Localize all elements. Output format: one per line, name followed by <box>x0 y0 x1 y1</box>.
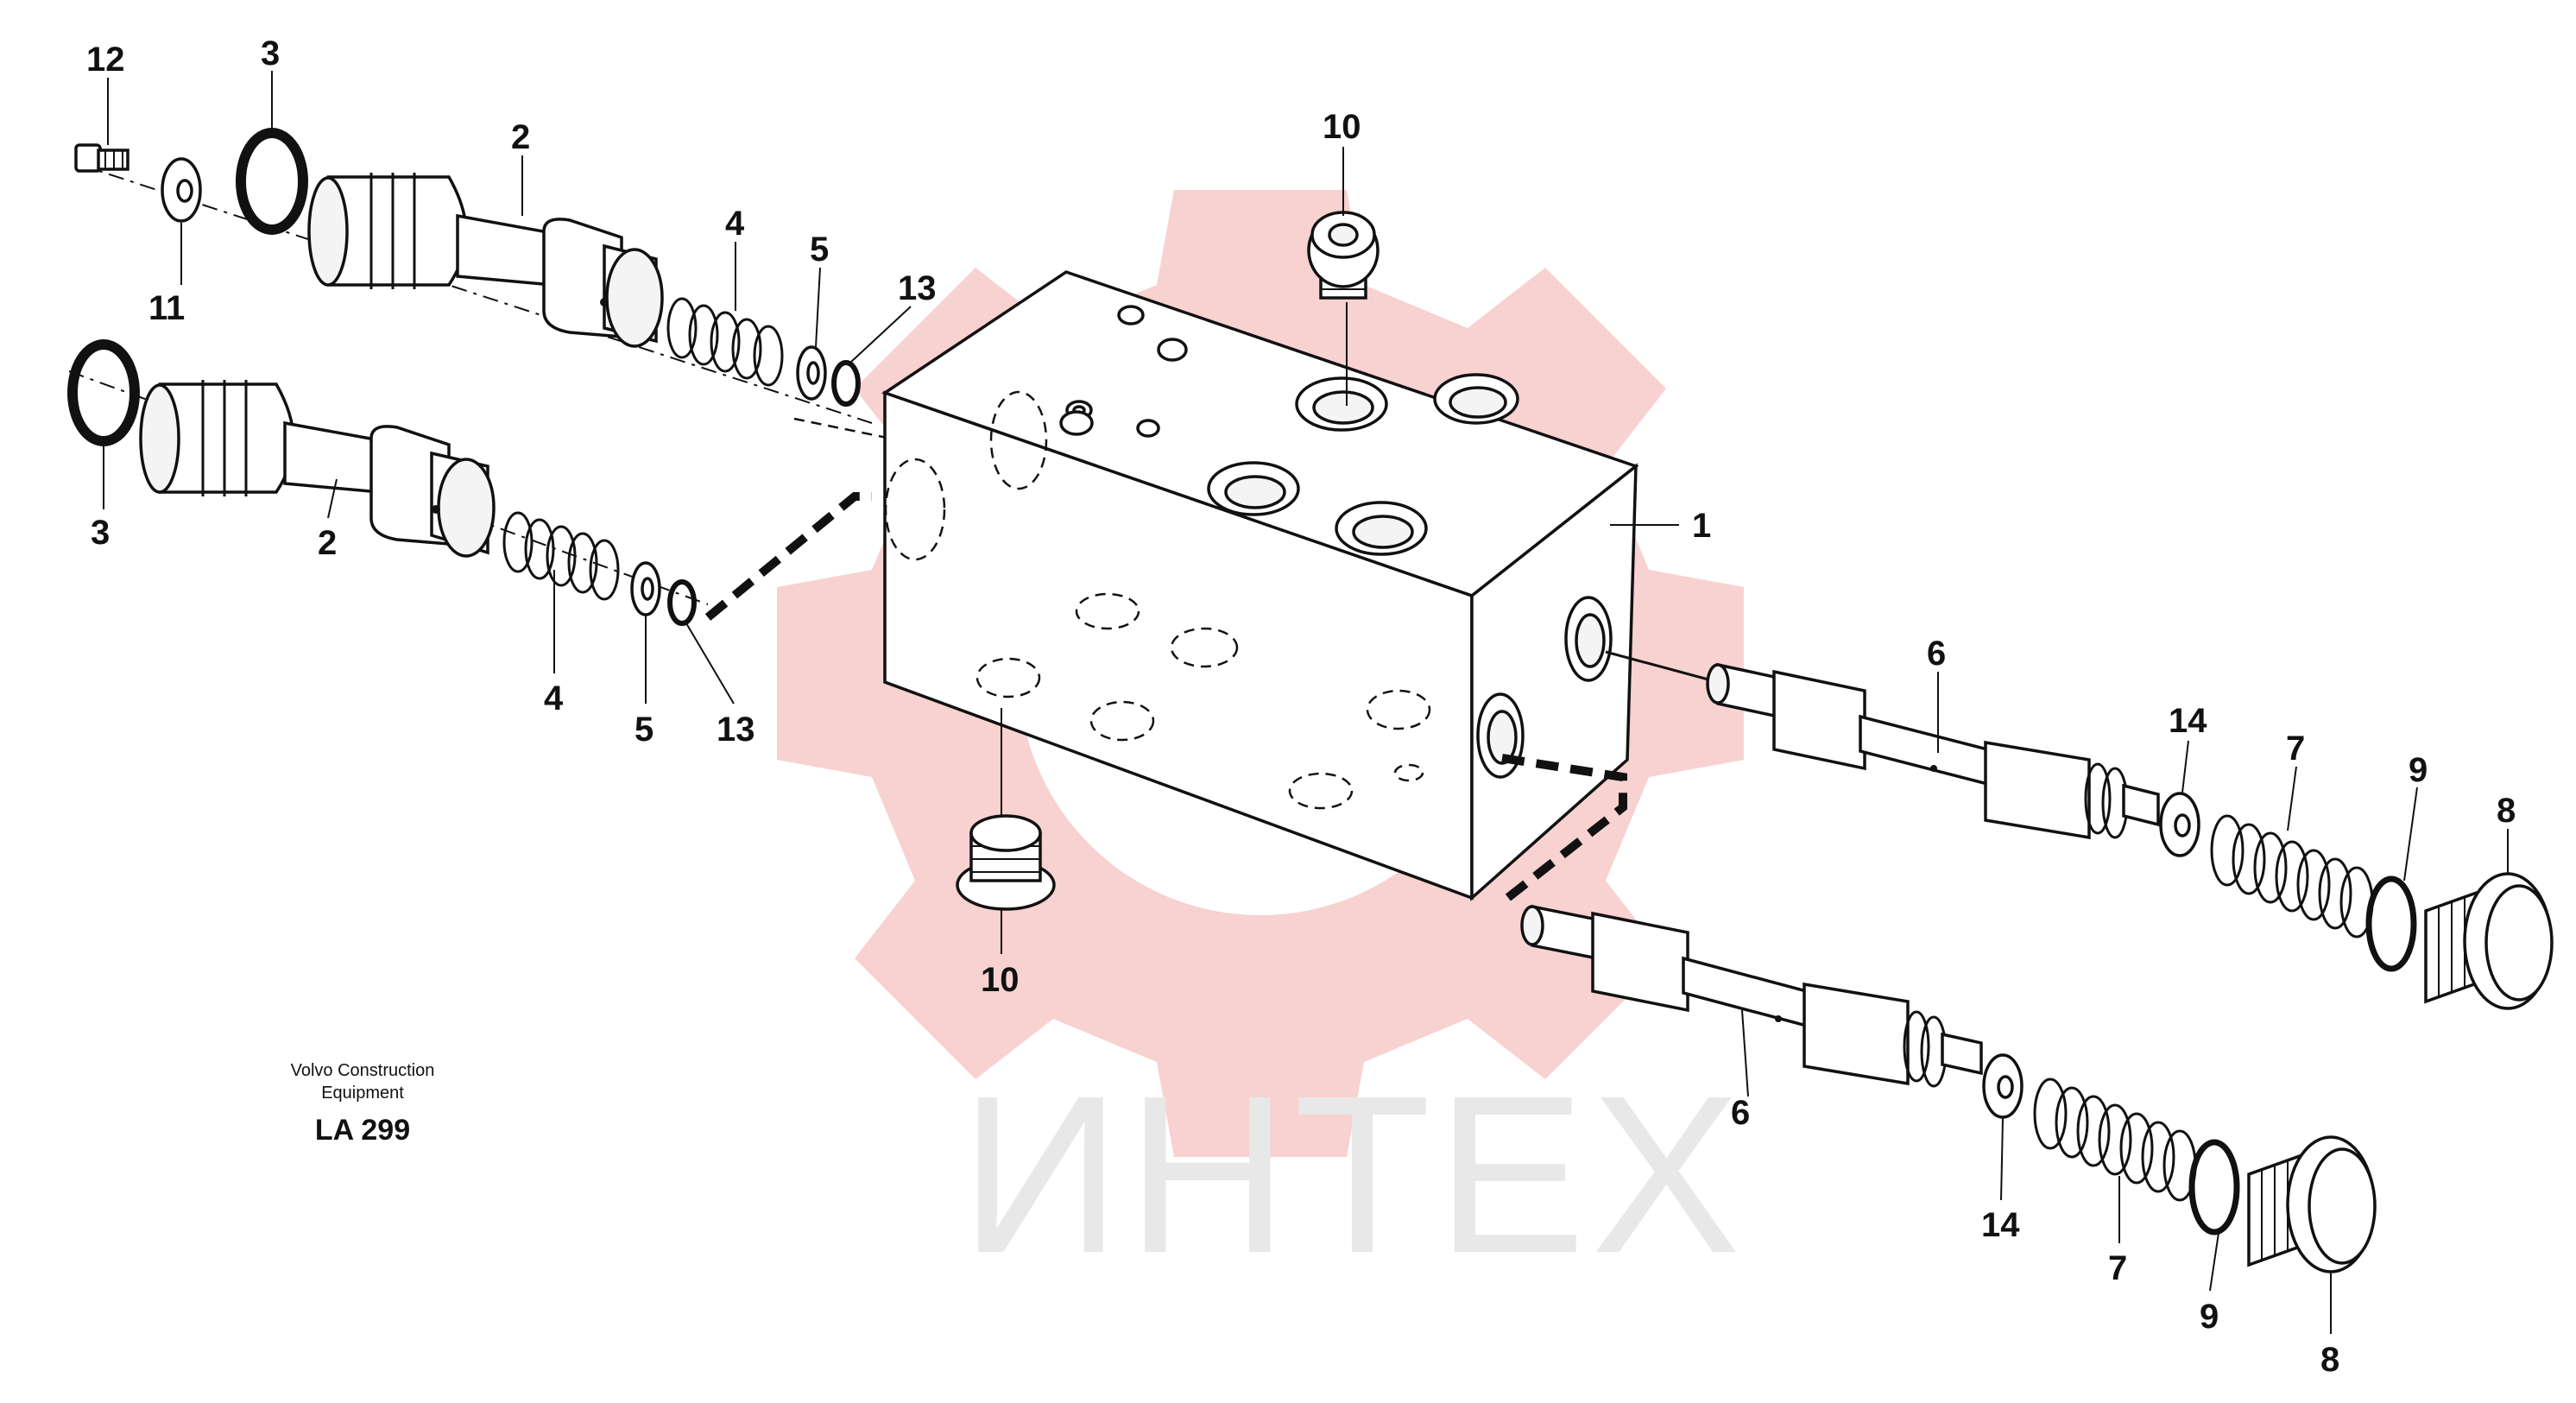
callout-9: 9 <box>2409 751 2428 789</box>
callout-11: 11 <box>148 289 185 327</box>
callout-6: 6 <box>1731 1094 1750 1132</box>
part-2-valve-body-upper <box>307 173 664 348</box>
part-1-valve-block <box>881 270 1639 901</box>
callout-12: 12 <box>86 41 125 79</box>
callout-13: 13 <box>898 269 937 307</box>
drawing-number: LA 299 <box>315 1114 410 1147</box>
part-4-spring-lower <box>502 511 620 601</box>
watermark-text: ИНТЕХ <box>960 1050 1746 1300</box>
callout-14: 14 <box>2169 702 2207 740</box>
part-7-spring-lower <box>2033 1078 2197 1202</box>
callout-3: 3 <box>91 514 110 552</box>
part-12-screw <box>74 143 129 173</box>
callout-1: 1 <box>1692 507 1711 545</box>
leader-lines <box>103 71 2509 1334</box>
callout-2: 2 <box>318 524 337 562</box>
callout-4: 4 <box>725 205 745 243</box>
part-9-oring-upper <box>2365 875 2417 972</box>
callout-13: 13 <box>717 711 755 749</box>
callout-7: 7 <box>2108 1249 2127 1287</box>
caption-block: Volvo Construction Equipment LA 299 <box>291 1061 435 1147</box>
part-9-oring-lower <box>2188 1139 2240 1236</box>
callout-5: 5 <box>635 711 653 749</box>
part-3-oring-upper <box>236 128 308 235</box>
upper-right-assembly <box>1605 650 2554 1010</box>
callout-5: 5 <box>810 231 829 269</box>
centerline <box>77 163 873 424</box>
part-4-spring-upper <box>666 297 784 387</box>
part-5-washer-lower <box>630 561 661 616</box>
part-3-oring-lower <box>67 339 140 446</box>
part-13-ring-upper <box>831 360 861 407</box>
part-14-washer-lower <box>1982 1053 2024 1119</box>
assembly-path-left <box>704 492 872 621</box>
part-7-spring-upper <box>2210 814 2374 938</box>
callout-6: 6 <box>1927 635 1946 673</box>
callout-14: 14 <box>1981 1206 2020 1244</box>
front-hidden-ports <box>975 592 1431 810</box>
lower-left-assembly <box>67 339 872 626</box>
callout-4: 4 <box>544 679 564 717</box>
callouts: 12 3 2 11 4 5 13 10 3 2 4 5 13 1 6 14 7 … <box>86 35 2516 1379</box>
part-8-plug-lower <box>2247 1135 2377 1273</box>
top-ports <box>1059 305 1519 556</box>
part-8-plug-upper <box>2424 872 2554 1010</box>
lower-right-assembly <box>1499 754 2377 1273</box>
callout-2: 2 <box>511 118 530 156</box>
assembly-path-right <box>1499 754 1627 906</box>
callout-10: 10 <box>981 961 1020 999</box>
caption-line-2: Equipment <box>321 1084 404 1103</box>
part-10-plug-top <box>1307 211 1380 406</box>
part-10-plug-bottom <box>956 708 1056 911</box>
callout-10: 10 <box>1323 108 1361 146</box>
caption-line-1: Volvo Construction <box>291 1061 435 1080</box>
part-13-ring-lower <box>667 579 697 626</box>
part-6-spool-lower <box>1520 904 1983 1088</box>
upper-left-assembly <box>74 128 985 459</box>
callout-8: 8 <box>2497 792 2516 830</box>
part-11-washer <box>161 157 202 223</box>
callout-9: 9 <box>2200 1298 2219 1336</box>
callout-3: 3 <box>261 35 280 73</box>
part-2-valve-body-lower <box>139 380 496 558</box>
callout-8: 8 <box>2320 1341 2339 1379</box>
part-5-washer-upper <box>796 345 827 401</box>
part-6-spool-upper <box>1706 662 2160 840</box>
block-side-face <box>1470 463 1638 901</box>
part-14-washer-upper <box>2159 792 2200 857</box>
callout-7: 7 <box>2286 730 2305 768</box>
